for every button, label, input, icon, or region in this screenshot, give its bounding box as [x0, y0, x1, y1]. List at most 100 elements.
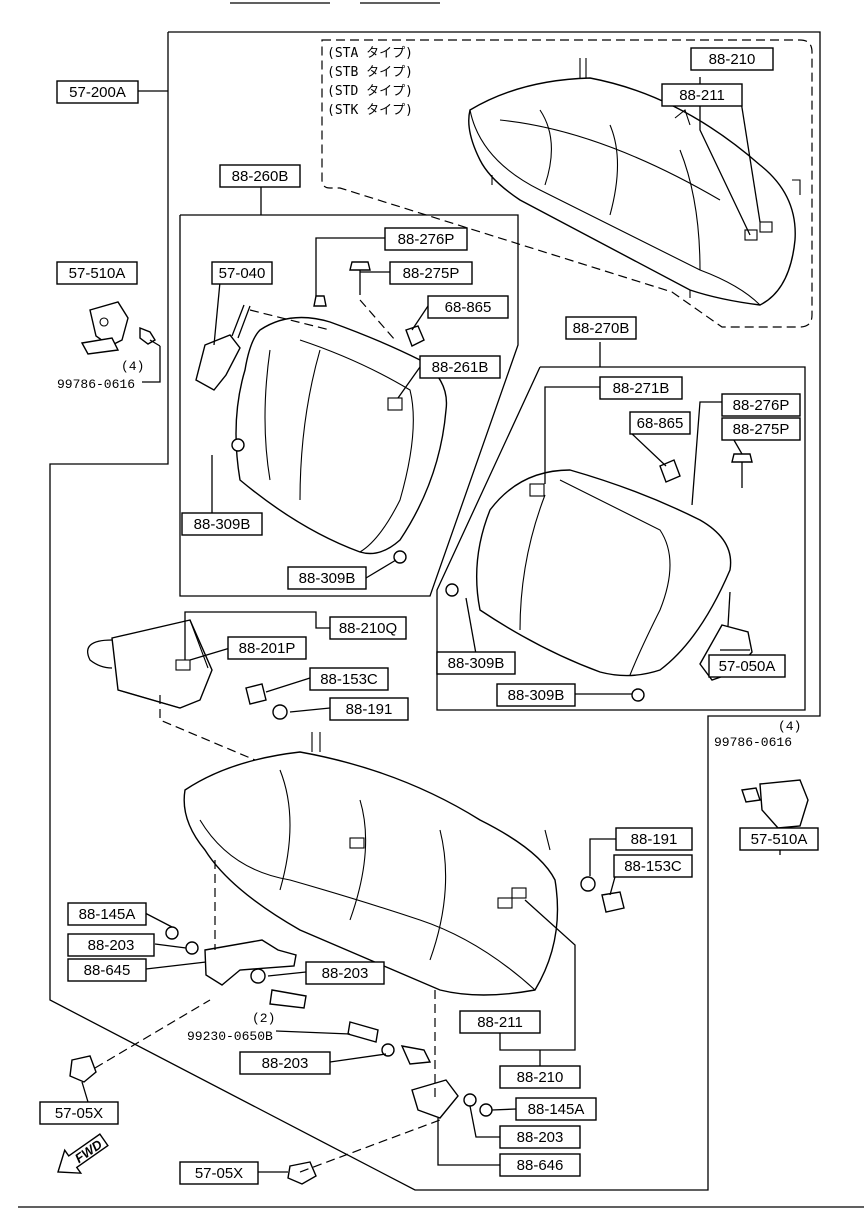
part-label-text: 57-05X — [195, 1165, 243, 1182]
part-label-box — [239, 1051, 331, 1075]
part-label-88-211-2: 88-211 — [661, 83, 743, 107]
part-label-88-145A-35: 88-145A — [515, 1097, 597, 1121]
part-label-88-275P-16: 88-275P — [721, 417, 801, 441]
bolt-code-left: 99786-0616 — [57, 377, 135, 392]
part-label-text: 88-201P — [239, 640, 296, 657]
part-label-box — [459, 1010, 541, 1034]
variant-stb: (STB タイプ) — [327, 65, 413, 80]
part-label-box — [219, 164, 301, 188]
part-label-box — [67, 958, 147, 982]
bolt-notes: (4) 99786-0616 (4) 99786-0616 (2) 99230-… — [57, 359, 801, 1044]
part-label-57-05X-38: 57-05X — [179, 1161, 259, 1185]
part-label-57-510A-24: 57-510A — [739, 827, 819, 851]
part-label-text: 57-200A — [69, 84, 126, 101]
part-label-88-270B-12: 88-270B — [565, 316, 637, 340]
part-label-box — [708, 654, 786, 678]
part-label-text: 88-191 — [346, 701, 393, 718]
part-label-text: 88-270B — [573, 320, 630, 337]
part-label-text: 88-271B — [613, 380, 670, 397]
seat-back-right-group — [436, 342, 806, 711]
part-label-box — [496, 683, 576, 707]
bolt-code-bottom: 99230-0650B — [187, 1029, 273, 1044]
part-label-text: 88-210 — [517, 1069, 564, 1086]
part-label-box — [384, 227, 468, 251]
part-label-text: 57-040 — [219, 265, 266, 282]
part-label-box — [499, 1065, 581, 1089]
part-label-88-210-1: 88-210 — [690, 47, 774, 71]
part-label-88-276P-4: 88-276P — [384, 227, 468, 251]
part-label-box — [39, 1101, 119, 1125]
part-label-text: 57-510A — [751, 831, 808, 848]
part-label-88-203-30: 88-203 — [305, 961, 385, 985]
part-label-box — [515, 1097, 597, 1121]
part-label-text: 57-050A — [719, 658, 776, 675]
seat-back-left-group — [179, 183, 519, 597]
part-label-text: 88-309B — [448, 655, 505, 672]
part-label-text: 88-309B — [508, 687, 565, 704]
part-label-box — [499, 1125, 581, 1149]
part-label-box — [287, 566, 367, 590]
part-label-68-865-8: 68-865 — [427, 295, 509, 319]
part-label-text: 88-261B — [432, 359, 489, 376]
part-label-box — [690, 47, 774, 71]
part-label-88-153C-26: 88-153C — [613, 854, 693, 878]
part-label-text: 88-276P — [733, 397, 790, 414]
outer-frame — [18, 2, 864, 1208]
part-label-text: 88-203 — [262, 1055, 309, 1072]
variant-std: (STD タイプ) — [327, 84, 413, 99]
part-label-box — [56, 261, 138, 285]
part-label-box — [427, 295, 509, 319]
qty-note-left: (4) — [121, 359, 144, 374]
main-seat-cushion — [183, 732, 559, 996]
qty-note-right: (4) — [778, 719, 801, 734]
leader-lines — [81, 77, 761, 1173]
bolt-code-right: 99786-0616 — [714, 735, 792, 750]
part-label-box — [721, 417, 801, 441]
part-label-57-040-7: 57-040 — [211, 261, 273, 285]
part-label-box — [56, 80, 139, 104]
part-label-57-05X-34: 57-05X — [39, 1101, 119, 1125]
part-label-box — [227, 636, 307, 660]
part-label-88-191-20: 88-191 — [329, 697, 409, 721]
part-label-text: 88-211 — [679, 87, 725, 104]
part-label-88-261B-9: 88-261B — [419, 355, 501, 379]
part-label-57-200A-0: 57-200A — [56, 80, 139, 104]
part-label-box — [613, 854, 693, 878]
part-label-88-203-28: 88-203 — [67, 933, 155, 957]
part-label-88-275P-5: 88-275P — [389, 261, 473, 285]
part-label-text: 88-153C — [624, 858, 682, 875]
part-label-box — [661, 83, 743, 107]
part-label-57-050A-23: 57-050A — [708, 654, 786, 678]
part-label-text: 88-276P — [398, 231, 455, 248]
part-label-text: 68-865 — [445, 299, 492, 316]
fwd-arrow-icon: FWD — [57, 1133, 109, 1174]
part-label-text: 88-191 — [631, 831, 678, 848]
part-label-box — [179, 1161, 259, 1185]
lower-hardware — [69, 683, 809, 1185]
part-label-box — [499, 1153, 581, 1177]
variant-notes: (STA タイプ) (STB タイプ) (STD タイプ) (STK タイプ) — [327, 46, 413, 118]
part-label-88-309B-11: 88-309B — [287, 566, 367, 590]
part-label-box — [739, 827, 819, 851]
part-label-text: 88-275P — [403, 265, 460, 282]
part-label-box — [389, 261, 473, 285]
variant-stk: (STK タイプ) — [327, 103, 413, 118]
part-label-text: 88-260B — [232, 168, 289, 185]
part-label-88-211-31: 88-211 — [459, 1010, 541, 1034]
part-label-68-865-14: 68-865 — [629, 411, 691, 435]
part-label-text: 88-275P — [733, 421, 790, 438]
part-label-text: 68-865 — [637, 415, 684, 432]
variant-cushion-group — [321, 39, 813, 328]
part-label-box — [67, 933, 155, 957]
part-label-88-210Q-17: 88-210Q — [329, 616, 407, 640]
part-label-88-646-37: 88-646 — [499, 1153, 581, 1177]
part-label-88-645-29: 88-645 — [67, 958, 147, 982]
part-label-88-191-25: 88-191 — [615, 827, 693, 851]
part-label-text: 88-210 — [709, 51, 756, 68]
part-label-text: 88-645 — [84, 962, 131, 979]
part-label-text: 88-210Q — [339, 620, 397, 637]
part-label-box — [419, 355, 501, 379]
part-label-text: 88-211 — [477, 1014, 523, 1031]
qty-note-bottom: (2) — [252, 1011, 275, 1026]
